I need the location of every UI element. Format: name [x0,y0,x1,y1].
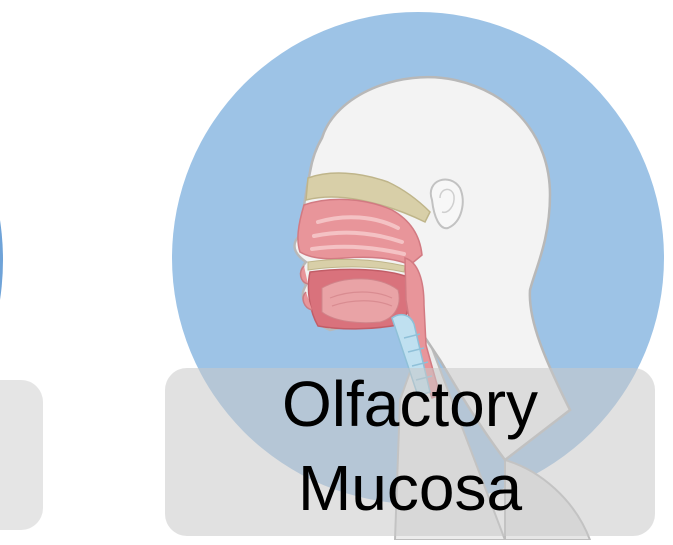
panel-label: Olfactory Mucosa [165,362,655,530]
label-line-1: Olfactory [165,362,655,446]
label-line-2: Mucosa [165,446,655,530]
left-label-box [0,380,43,530]
